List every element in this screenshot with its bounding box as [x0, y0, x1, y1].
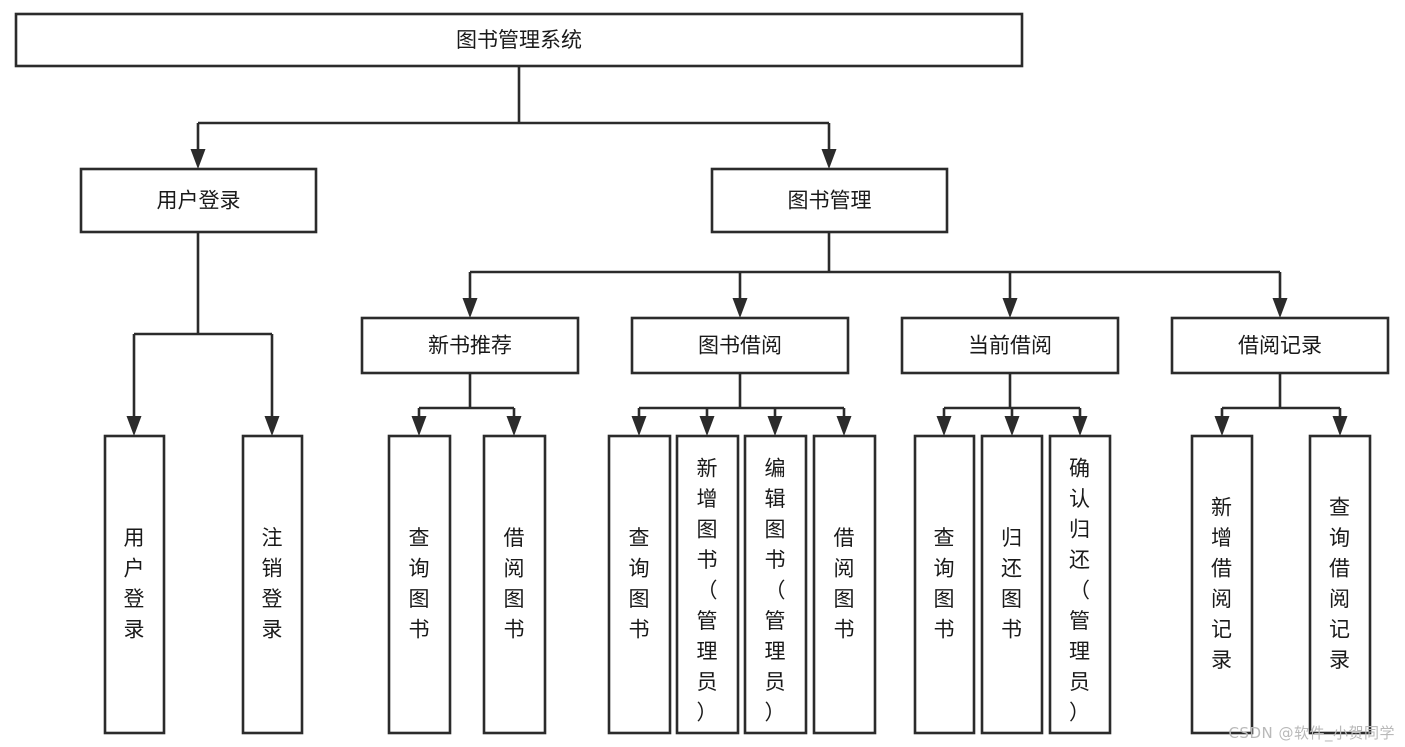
connector-book-borrow-to-leaves: [631, 373, 852, 436]
arrow-head-icon: [506, 416, 522, 436]
node-leaf-query-book-bb-label: 查询图书: [629, 526, 651, 642]
node-current-borrow-rect[interactable]: [900, 316, 1120, 375]
node-leaf-add-book-bb-rect[interactable]: [675, 434, 740, 735]
arrow-head-icon: [1272, 298, 1288, 318]
node-leaf-add-book-bb[interactable]: 新增图书（管理员）: [675, 434, 740, 735]
arrow-head-icon: [732, 298, 748, 318]
node-user-login-rect[interactable]: [79, 167, 318, 234]
node-leaf-edit-book-bb[interactable]: 编辑图书（管理员）: [743, 434, 808, 735]
node-book-management[interactable]: 图书管理: [710, 167, 949, 234]
node-leaf-edit-book-bb-rect[interactable]: [743, 434, 808, 735]
node-leaf-return-book-cb[interactable]: 归还图书: [980, 434, 1044, 735]
node-leaf-edit-book-bb-label: 编辑图书（管理员）: [765, 456, 787, 724]
node-leaf-add-record-br-label: 新增借阅记录: [1211, 495, 1233, 672]
arrow-head-icon: [462, 298, 478, 318]
arrow-head-icon: [190, 149, 206, 169]
connector-current-borrow-to-leaves: [936, 373, 1088, 436]
arrow-head-icon: [1332, 416, 1348, 436]
node-book-management-rect[interactable]: [710, 167, 949, 234]
node-boxes: 图书管理系统用户登录图书管理新书推荐图书借阅当前借阅借阅记录用户登录注销登录查询…: [14, 12, 1390, 735]
node-current-borrow-label: 当前借阅: [968, 334, 1052, 358]
node-leaf-user-login-label: 用户登录: [124, 526, 146, 642]
node-leaf-borrow-book-bb-rect[interactable]: [812, 434, 877, 735]
node-leaf-borrow-book-rec[interactable]: 借阅图书: [482, 434, 547, 735]
node-root[interactable]: 图书管理系统: [14, 12, 1024, 68]
arrow-head-icon: [1004, 416, 1020, 436]
connector-root-to-level2: [190, 66, 837, 169]
node-borrow-record-rect[interactable]: [1170, 316, 1390, 375]
node-book-borrow-label: 图书借阅: [698, 334, 782, 358]
node-leaf-query-book-rec-rect[interactable]: [387, 434, 452, 735]
node-leaf-logout-login-label: 注销登录: [262, 526, 284, 642]
arrow-head-icon: [836, 416, 852, 436]
node-book-borrow[interactable]: 图书借阅: [630, 316, 850, 375]
node-leaf-borrow-book-bb[interactable]: 借阅图书: [812, 434, 877, 735]
connector-user-login-to-leaves: [126, 232, 280, 436]
node-leaf-confirm-return-cb-rect[interactable]: [1048, 434, 1112, 735]
arrow-head-icon: [411, 416, 427, 436]
node-root-rect[interactable]: [14, 12, 1024, 68]
node-leaf-query-record-br-label: 查询借阅记录: [1329, 495, 1351, 672]
connector-book-management-to-level3: [462, 232, 1288, 318]
connector-edges: [126, 66, 1348, 436]
node-leaf-borrow-book-rec-label: 借阅图书: [504, 526, 526, 642]
arrow-head-icon: [1002, 298, 1018, 318]
node-leaf-add-record-br[interactable]: 新增借阅记录: [1190, 434, 1254, 735]
node-borrow-record-label: 借阅记录: [1238, 334, 1322, 358]
node-leaf-add-record-br-rect[interactable]: [1190, 434, 1254, 735]
node-book-borrow-rect[interactable]: [630, 316, 850, 375]
arrow-head-icon: [767, 416, 783, 436]
connector-new-book-recommend-to-leaves: [411, 373, 522, 436]
node-new-book-recommend-rect[interactable]: [360, 316, 580, 375]
node-user-login-label: 用户登录: [157, 189, 241, 213]
node-leaf-borrow-book-bb-label: 借阅图书: [834, 526, 856, 642]
node-leaf-logout-login-rect[interactable]: [241, 434, 304, 735]
node-leaf-add-book-bb-label: 新增图书（管理员）: [697, 456, 719, 724]
arrow-head-icon: [264, 416, 280, 436]
node-user-login[interactable]: 用户登录: [79, 167, 318, 234]
node-leaf-query-record-br-rect[interactable]: [1308, 434, 1372, 735]
arrow-head-icon: [631, 416, 647, 436]
arrow-head-icon: [821, 149, 837, 169]
node-book-management-label: 图书管理: [788, 189, 872, 213]
node-leaf-user-login-rect[interactable]: [103, 434, 166, 735]
node-leaf-query-book-rec-label: 查询图书: [409, 526, 431, 642]
node-current-borrow[interactable]: 当前借阅: [900, 316, 1120, 375]
node-root-label: 图书管理系统: [456, 28, 582, 52]
node-leaf-return-book-cb-rect[interactable]: [980, 434, 1044, 735]
node-leaf-query-record-br[interactable]: 查询借阅记录: [1308, 434, 1372, 735]
csdn-watermark: CSDN @软件_小贺同学: [1228, 724, 1395, 742]
node-leaf-borrow-book-rec-rect[interactable]: [482, 434, 547, 735]
node-leaf-user-login[interactable]: 用户登录: [103, 434, 166, 735]
arrow-head-icon: [126, 416, 142, 436]
node-leaf-query-book-cb[interactable]: 查询图书: [913, 434, 976, 735]
node-leaf-return-book-cb-label: 归还图书: [1001, 526, 1023, 642]
connector-borrow-record-to-leaves: [1214, 373, 1348, 436]
node-leaf-confirm-return-cb[interactable]: 确认归还（管理员）: [1048, 434, 1112, 735]
node-new-book-recommend[interactable]: 新书推荐: [360, 316, 580, 375]
node-leaf-query-book-cb-rect[interactable]: [913, 434, 976, 735]
arrow-head-icon: [1072, 416, 1088, 436]
node-leaf-logout-login[interactable]: 注销登录: [241, 434, 304, 735]
arrow-head-icon: [699, 416, 715, 436]
node-leaf-query-book-bb-rect[interactable]: [607, 434, 672, 735]
node-leaf-query-book-bb[interactable]: 查询图书: [607, 434, 672, 735]
arrow-head-icon: [1214, 416, 1230, 436]
node-leaf-confirm-return-cb-label: 确认归还（管理员）: [1069, 456, 1091, 724]
arrow-head-icon: [936, 416, 952, 436]
node-new-book-recommend-label: 新书推荐: [428, 334, 512, 358]
node-leaf-query-book-cb-label: 查询图书: [934, 526, 956, 642]
node-leaf-query-book-rec[interactable]: 查询图书: [387, 434, 452, 735]
node-borrow-record[interactable]: 借阅记录: [1170, 316, 1390, 375]
